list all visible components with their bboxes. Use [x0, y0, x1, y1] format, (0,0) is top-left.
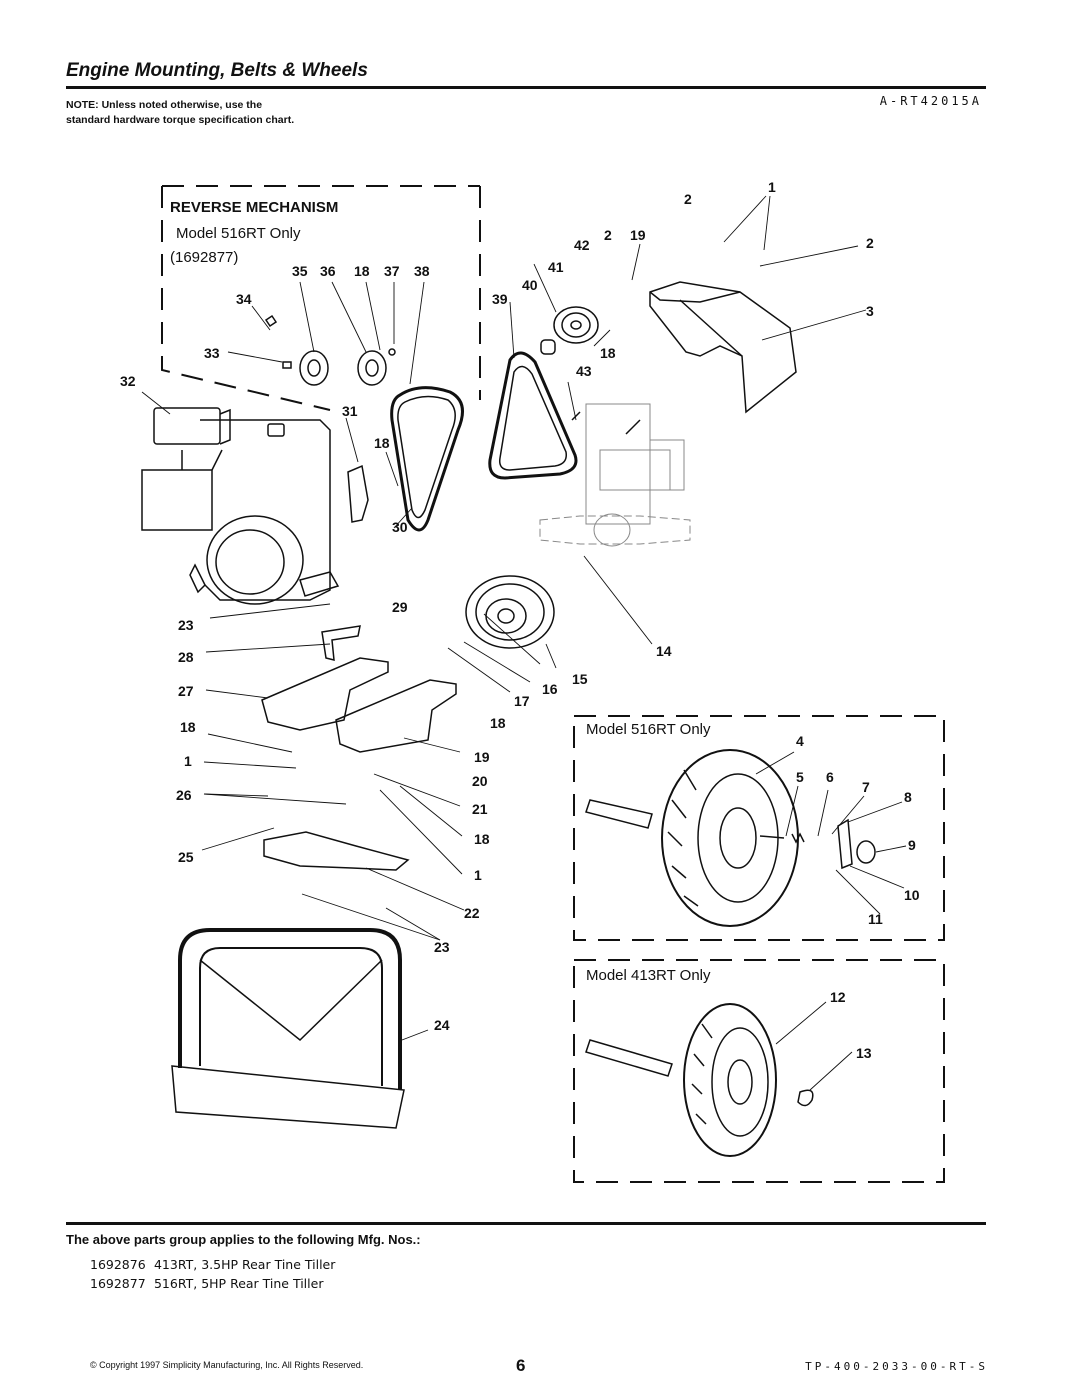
callout-26: 26 [176, 787, 192, 803]
callout-1: 1 [184, 753, 192, 769]
callout-28: 28 [178, 649, 194, 665]
callout-19: 19 [474, 749, 490, 765]
skid-plate [263, 831, 410, 871]
callout-36: 36 [320, 263, 336, 279]
callout-41: 41 [548, 259, 564, 275]
mfg-description: 413RT, 3.5HP Rear Tine Tiller [153, 1257, 336, 1272]
callout-8: 8 [904, 789, 912, 805]
callout-30: 30 [392, 519, 408, 535]
wheel-413-box-title: Model 413RT Only [586, 967, 711, 984]
callout-31: 31 [342, 403, 358, 419]
callout-2: 2 [866, 235, 874, 251]
callout-32: 32 [120, 373, 136, 389]
callout-18: 18 [474, 831, 490, 847]
mfg-number: 1692876 [90, 1257, 146, 1272]
belt-2 [488, 351, 578, 480]
callout-34: 34 [236, 291, 252, 307]
callout-23: 23 [434, 939, 450, 955]
callout-16: 16 [542, 681, 558, 697]
mfg-number: 1692877 [90, 1276, 146, 1291]
callout-12: 12 [830, 989, 846, 1005]
callout-39: 39 [492, 291, 508, 307]
applies-rule [66, 1222, 986, 1225]
callout-18: 18 [490, 715, 506, 731]
page-title: Engine Mounting, Belts & Wheels [66, 60, 368, 81]
callout-2: 2 [684, 191, 692, 207]
callout-6: 6 [826, 769, 834, 785]
reverse-box-mfg: (1692877) [170, 249, 238, 266]
callout-18: 18 [354, 263, 370, 279]
callout-3: 3 [866, 303, 874, 319]
reverse-pulleys [264, 314, 396, 386]
callout-10: 10 [904, 887, 920, 903]
wheel-413-drawing [585, 1003, 814, 1157]
callout-1: 1 [474, 867, 482, 883]
reverse-box-model: Model 516RT Only [176, 225, 301, 242]
callout-7: 7 [862, 779, 870, 795]
callout-38: 38 [414, 263, 430, 279]
callout-21: 21 [472, 801, 488, 817]
front-bumper [171, 928, 405, 1129]
callout-18: 18 [374, 435, 390, 451]
applies-heading: The above parts group applies to the fol… [66, 1232, 421, 1247]
reverse-box-border [162, 185, 481, 400]
callout-11: 11 [868, 911, 883, 927]
callout-1: 1 [768, 179, 776, 195]
callout-9: 9 [908, 837, 916, 853]
drawing-code: A-RT42015A [879, 94, 982, 108]
callout-33: 33 [204, 345, 220, 361]
callout-2: 2 [604, 227, 612, 243]
callout-35: 35 [292, 263, 308, 279]
callout-29: 29 [392, 599, 408, 615]
callout-20: 20 [472, 773, 488, 789]
callout-18: 18 [180, 719, 196, 735]
mfg-row: 1692877 516RT, 5HP Rear Tine Tiller [90, 1276, 323, 1291]
wheel-516-box-title: Model 516RT Only [586, 721, 711, 738]
callout-14: 14 [656, 643, 672, 659]
callout-27: 27 [178, 683, 194, 699]
callout-42: 42 [574, 237, 590, 253]
callout-17: 17 [514, 693, 530, 709]
callout-22: 22 [464, 905, 480, 921]
wheel-413-box-border [573, 959, 945, 1183]
callout-37: 37 [384, 263, 400, 279]
callout-4: 4 [796, 733, 804, 749]
callout-40: 40 [522, 277, 538, 293]
callout-19: 19 [630, 227, 646, 243]
callout-15: 15 [572, 671, 588, 687]
callout-13: 13 [856, 1045, 872, 1061]
wheel-516-drawing [585, 749, 876, 927]
page-number: 6 [516, 1356, 526, 1375]
callout-5: 5 [796, 769, 804, 785]
callout-23: 23 [178, 617, 194, 633]
reverse-box-title: REVERSE MECHANISM [170, 199, 338, 216]
belt-1 [390, 386, 464, 532]
belt-guard [649, 281, 797, 414]
engine-brackets [261, 464, 457, 753]
transmission [539, 403, 691, 547]
callout-43: 43 [576, 363, 592, 379]
callout-18: 18 [600, 345, 616, 361]
header-rule [66, 86, 986, 89]
callout-25: 25 [178, 849, 194, 865]
mfg-description: 516RT, 5HP Rear Tine Tiller [153, 1276, 324, 1291]
upper-pulley [540, 306, 599, 355]
torque-note: NOTE: Unless noted otherwise, use the st… [66, 99, 295, 126]
wheel-516-box-border [573, 715, 945, 941]
copyright: © Copyright 1997 Simplicity Manufacturin… [90, 1360, 364, 1370]
document-code: TP-400-2033-00-RT-S [805, 1360, 988, 1373]
engine-drawing [141, 407, 340, 605]
mfg-row: 1692876 413RT, 3.5HP Rear Tine Tiller [90, 1257, 335, 1272]
callout-24: 24 [434, 1017, 450, 1033]
